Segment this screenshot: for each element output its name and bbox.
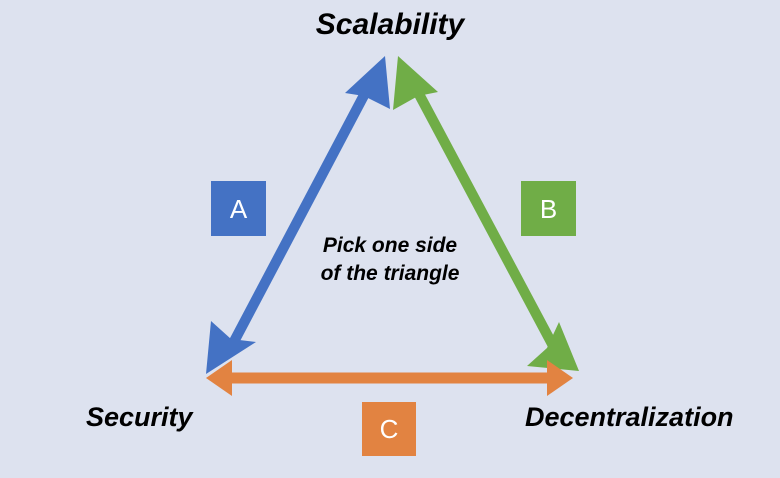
side-badge-a[interactable]: A [211, 181, 266, 236]
vertex-label-decentralization: Decentralization [525, 402, 734, 432]
arrowhead-c-left [206, 360, 232, 396]
center-instruction-line-2: of the triangle [320, 261, 460, 285]
arrowhead-a-bottom [206, 321, 256, 374]
side-a-arrow-blue [206, 56, 390, 374]
side-c-arrow-orange [206, 360, 573, 396]
arrow-shaft-a [224, 79, 376, 354]
vertex-label-security: Security [86, 402, 193, 432]
arrowhead-b-bottom [527, 322, 579, 371]
side-badge-b[interactable]: B [521, 181, 576, 236]
side-badge-c[interactable]: C [362, 402, 416, 456]
arrow-shaft-b [407, 78, 563, 358]
center-instruction-line-1: Pick one side [322, 234, 458, 257]
arrowhead-a-top [345, 56, 390, 109]
side-b-arrow-green [393, 56, 579, 371]
vertex-label-scalability: Scalability [315, 8, 465, 41]
arrowhead-c-right [547, 360, 573, 396]
arrow-shaft-c [229, 372, 549, 384]
center-instruction-text: Pick one side of the triangle [255, 232, 525, 287]
arrowhead-b-top [393, 56, 438, 110]
